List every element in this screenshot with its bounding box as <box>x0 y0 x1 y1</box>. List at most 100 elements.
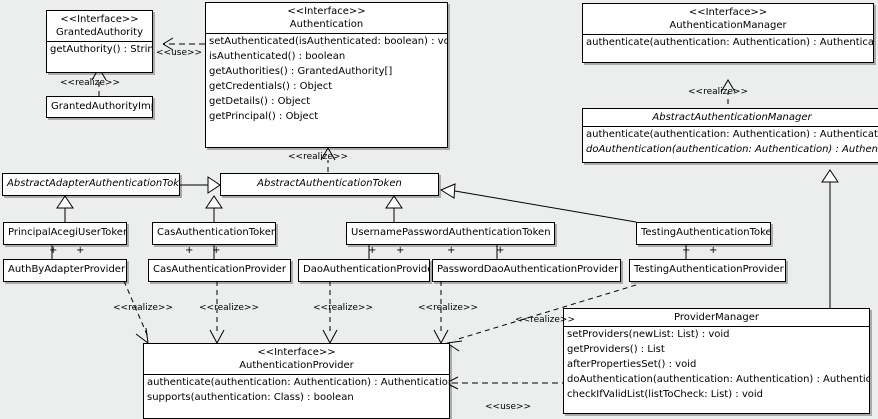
operations-compartment: setProviders(newList: List) : void getPr… <box>564 326 869 402</box>
class-abstract-adapter-authentication-token[interactable]: AbstractAdapterAuthenticationToken <box>2 173 180 196</box>
operation: supports(authentication: Class) : boolea… <box>147 392 354 403</box>
multiplicity-testing-left: + <box>682 245 691 256</box>
class-name: AuthByAdapterProvider <box>8 264 126 275</box>
class-header: AuthByAdapterProvider <box>4 260 126 279</box>
class-header: AbstractAdapterAuthenticationToken <box>3 174 179 193</box>
class-name: PasswordDaoAuthenticationProvider <box>437 264 619 275</box>
class-username-password-authentication-token[interactable]: UsernamePasswordAuthenticationToken <box>346 222 555 245</box>
class-header: <<Interface>> Authentication <box>206 3 447 33</box>
edge-label-realize-granted-authority-impl: <<realize>> <box>60 78 120 88</box>
multiplicity-upat-4: + <box>496 245 505 256</box>
edge-generalize-username-password-token <box>385 195 403 222</box>
class-auth-by-adapter-provider[interactable]: AuthByAdapterProvider <box>3 259 127 282</box>
class-password-dao-authentication-provider[interactable]: PasswordDaoAuthenticationProvider <box>432 259 621 282</box>
multiplicity-principal-left: + <box>49 245 58 256</box>
edge-generalize-testing-authentication-token <box>439 183 637 223</box>
stereotype-label: <<Interface>> <box>60 14 139 25</box>
class-name: CasAuthenticationToken <box>157 227 276 238</box>
class-header: <<Interface>> GrantedAuthority <box>47 11 152 41</box>
class-name: CasAuthenticationProvider <box>153 264 286 275</box>
class-name: GrantedAuthority <box>55 27 144 38</box>
class-header: PasswordDaoAuthenticationProvider <box>433 260 620 279</box>
operation: getPrincipal() : Object <box>209 111 319 122</box>
class-testing-authentication-token[interactable]: TestingAuthenticationToken <box>636 222 771 245</box>
edge-label-realize-testing-authentication-provider: <<realize>> <box>515 315 575 325</box>
class-provider-manager[interactable]: ProviderManager setProviders(newList: Li… <box>563 308 870 414</box>
operations-compartment: authenticate(authentication: Authenticat… <box>583 34 873 50</box>
class-granted-authority-impl[interactable]: GrantedAuthorityImpl <box>46 96 153 118</box>
operations-compartment: authenticate(authentication: Authenticat… <box>583 126 878 157</box>
edge-generalize-provider-manager <box>821 169 839 308</box>
multiplicity-testing-right: + <box>709 245 718 256</box>
class-name: AuthenticationManager <box>669 20 787 31</box>
class-principal-acegi-user-token[interactable]: PrincipalAcegiUserToken <box>3 222 127 245</box>
class-header: <<Interface>> AuthenticationManager <box>583 4 873 34</box>
class-name: Authentication <box>289 19 364 30</box>
class-name: UsernamePasswordAuthenticationToken <box>351 227 551 238</box>
edge-generalize-abstract-adapter-token <box>180 176 221 194</box>
class-name: AbstractAdapterAuthenticationToken <box>7 178 180 189</box>
class-name: TestingAuthenticationProvider <box>634 264 784 275</box>
edge-label-realize-abstract-authentication-token: <<realize>> <box>288 152 348 162</box>
class-header: TestingAuthenticationToken <box>637 223 770 242</box>
class-name: TestingAuthenticationToken <box>641 227 771 238</box>
class-header: PrincipalAcegiUserToken <box>4 223 126 242</box>
class-authentication-provider[interactable]: <<Interface>> AuthenticationProvider aut… <box>143 343 450 419</box>
operation: checkIfValidList(listToCheck: List) : vo… <box>567 389 764 400</box>
edge-label-realize-abstract-authentication-manager: <<realize>> <box>688 87 748 97</box>
class-header: CasAuthenticationToken <box>153 223 275 242</box>
operation: getProviders() : List <box>567 344 665 355</box>
class-authentication[interactable]: <<Interface>> Authentication setAuthenti… <box>205 2 448 148</box>
edge-generalize-principal-acegi-user-token <box>56 195 74 222</box>
operations-compartment: getAuthority() : String <box>47 41 152 57</box>
multiplicity-principal-right: + <box>76 245 85 256</box>
multiplicity-upat-3: + <box>447 245 456 256</box>
operation: afterPropertiesSet() : void <box>567 359 697 370</box>
operation: authenticate(authentication: Authenticat… <box>586 129 878 140</box>
operation: isAuthenticated() : boolean <box>209 51 346 62</box>
class-header: UsernamePasswordAuthenticationToken <box>347 223 554 242</box>
class-name: AuthenticationProvider <box>239 360 354 371</box>
edge-label-realize-auth-by-adapter-provider: <<realize>> <box>113 303 173 313</box>
class-header: TestingAuthenticationProvider <box>630 260 785 279</box>
class-header: AbstractAuthenticationManager <box>583 109 878 126</box>
class-header: <<Interface>> AuthenticationProvider <box>144 344 449 374</box>
operation: doAuthentication(authentication: Authent… <box>586 144 878 155</box>
operation: authenticate(authentication: Authenticat… <box>586 37 873 48</box>
class-cas-authentication-token[interactable]: CasAuthenticationToken <box>152 222 276 245</box>
class-header: ProviderManager <box>564 309 869 326</box>
edge-label-realize-password-dao-authentication-provider: <<realize>> <box>418 303 478 313</box>
operation: getAuthorities() : GrantedAuthority[] <box>209 66 393 77</box>
operations-compartment: setAuthenticated(isAuthenticated: boolea… <box>206 33 447 124</box>
operation: doAuthentication(authentication: Authent… <box>567 374 869 385</box>
class-abstract-authentication-manager[interactable]: AbstractAuthenticationManager authentica… <box>582 108 878 163</box>
operation: getDetails() : Object <box>209 96 311 107</box>
class-header: CasAuthenticationProvider <box>149 260 290 279</box>
operation: getCredentials() : Object <box>209 81 333 92</box>
edge-label-realize-dao-authentication-provider: <<realize>> <box>313 303 373 313</box>
multiplicity-upat-2: + <box>396 245 405 256</box>
operation: authenticate(authentication: Authenticat… <box>147 377 449 388</box>
operation: setAuthenticated(isAuthenticated: boolea… <box>209 36 447 47</box>
class-header: GrantedAuthorityImpl <box>47 97 152 116</box>
operation: setProviders(newList: List) : void <box>567 329 730 340</box>
class-testing-authentication-provider[interactable]: TestingAuthenticationProvider <box>629 259 786 282</box>
class-name: PrincipalAcegiUserToken <box>8 227 127 238</box>
class-abstract-authentication-token[interactable]: AbstractAuthenticationToken <box>220 173 439 196</box>
class-dao-authentication-provider[interactable]: DaoAuthenticationProvider <box>298 259 430 282</box>
class-authentication-manager[interactable]: <<Interface>> AuthenticationManager auth… <box>582 3 874 63</box>
edge-generalize-cas-authentication-token <box>205 195 223 222</box>
class-header: AbstractAuthenticationToken <box>221 174 438 193</box>
multiplicity-upat-1: + <box>368 245 377 256</box>
class-name: ProviderManager <box>673 312 759 323</box>
edge-label-use-provider-manager: <<use>> <box>485 402 532 412</box>
multiplicity-cas-right: + <box>212 245 221 256</box>
class-header: DaoAuthenticationProvider <box>299 260 429 279</box>
multiplicity-cas-left: + <box>185 245 194 256</box>
edge-label-realize-cas-authentication-provider: <<realize>> <box>199 303 259 313</box>
class-granted-authority[interactable]: <<Interface>> GrantedAuthority getAuthor… <box>46 10 153 73</box>
class-name: AbstractAuthenticationManager <box>652 112 812 123</box>
class-name: DaoAuthenticationProvider <box>303 264 430 275</box>
class-cas-authentication-provider[interactable]: CasAuthenticationProvider <box>148 259 291 282</box>
